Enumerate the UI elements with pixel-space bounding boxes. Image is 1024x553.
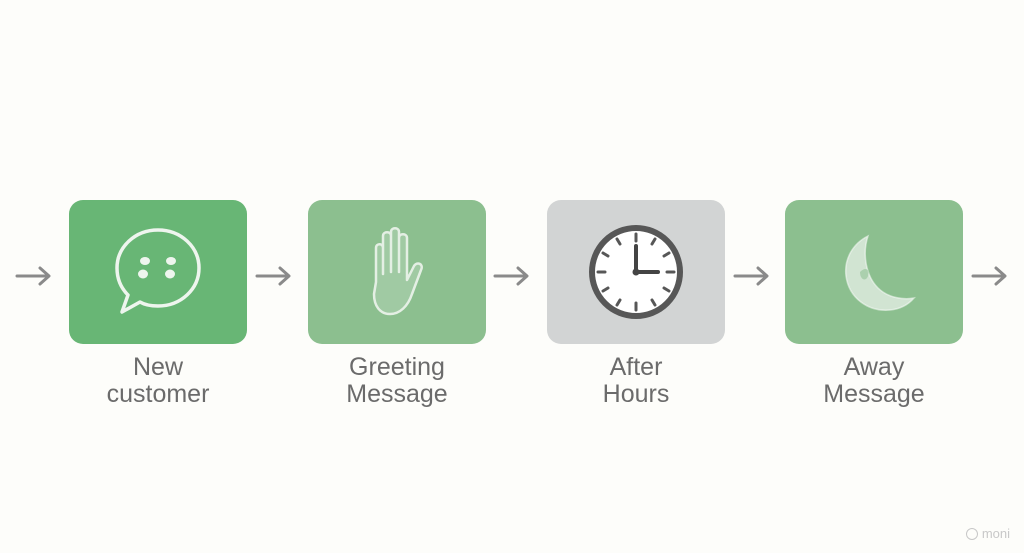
arrow-right-icon	[970, 262, 1010, 290]
step-new-customer: New customer	[69, 200, 247, 408]
step-label-line1: After	[609, 353, 663, 381]
step-after-hours: After Hours	[547, 200, 725, 408]
arrow-right-icon	[14, 262, 54, 290]
step-box	[785, 200, 963, 344]
waving-hand-icon	[352, 222, 442, 322]
step-label: New customer	[69, 354, 247, 408]
step-box	[308, 200, 486, 344]
step-label-line2: Message	[346, 380, 448, 408]
crescent-moon-icon	[824, 222, 924, 322]
arrow-right-icon	[492, 262, 532, 290]
step-label-line1: New	[132, 353, 183, 381]
step-label-line1: Away	[843, 353, 905, 381]
step-label-line1: Greeting	[349, 353, 445, 381]
step-box	[69, 200, 247, 344]
step-greeting-message: Greeting Message	[308, 200, 486, 408]
chat-bubble-icon	[108, 222, 208, 322]
watermark: moni	[965, 526, 1010, 541]
arrow-right-icon	[254, 262, 294, 290]
step-label-line2: customer	[106, 380, 210, 408]
step-label-line2: Hours	[602, 380, 670, 408]
watermark-logo-icon	[965, 527, 978, 540]
step-away-message: Away Message	[785, 200, 963, 408]
clock-icon	[586, 222, 686, 322]
step-label: After Hours	[547, 354, 725, 408]
step-label: Greeting Message	[308, 354, 486, 408]
step-label: Away Message	[785, 354, 963, 408]
step-box	[547, 200, 725, 344]
watermark-text: moni	[981, 526, 1010, 541]
arrow-right-icon	[732, 262, 772, 290]
step-label-line2: Message	[823, 380, 925, 408]
